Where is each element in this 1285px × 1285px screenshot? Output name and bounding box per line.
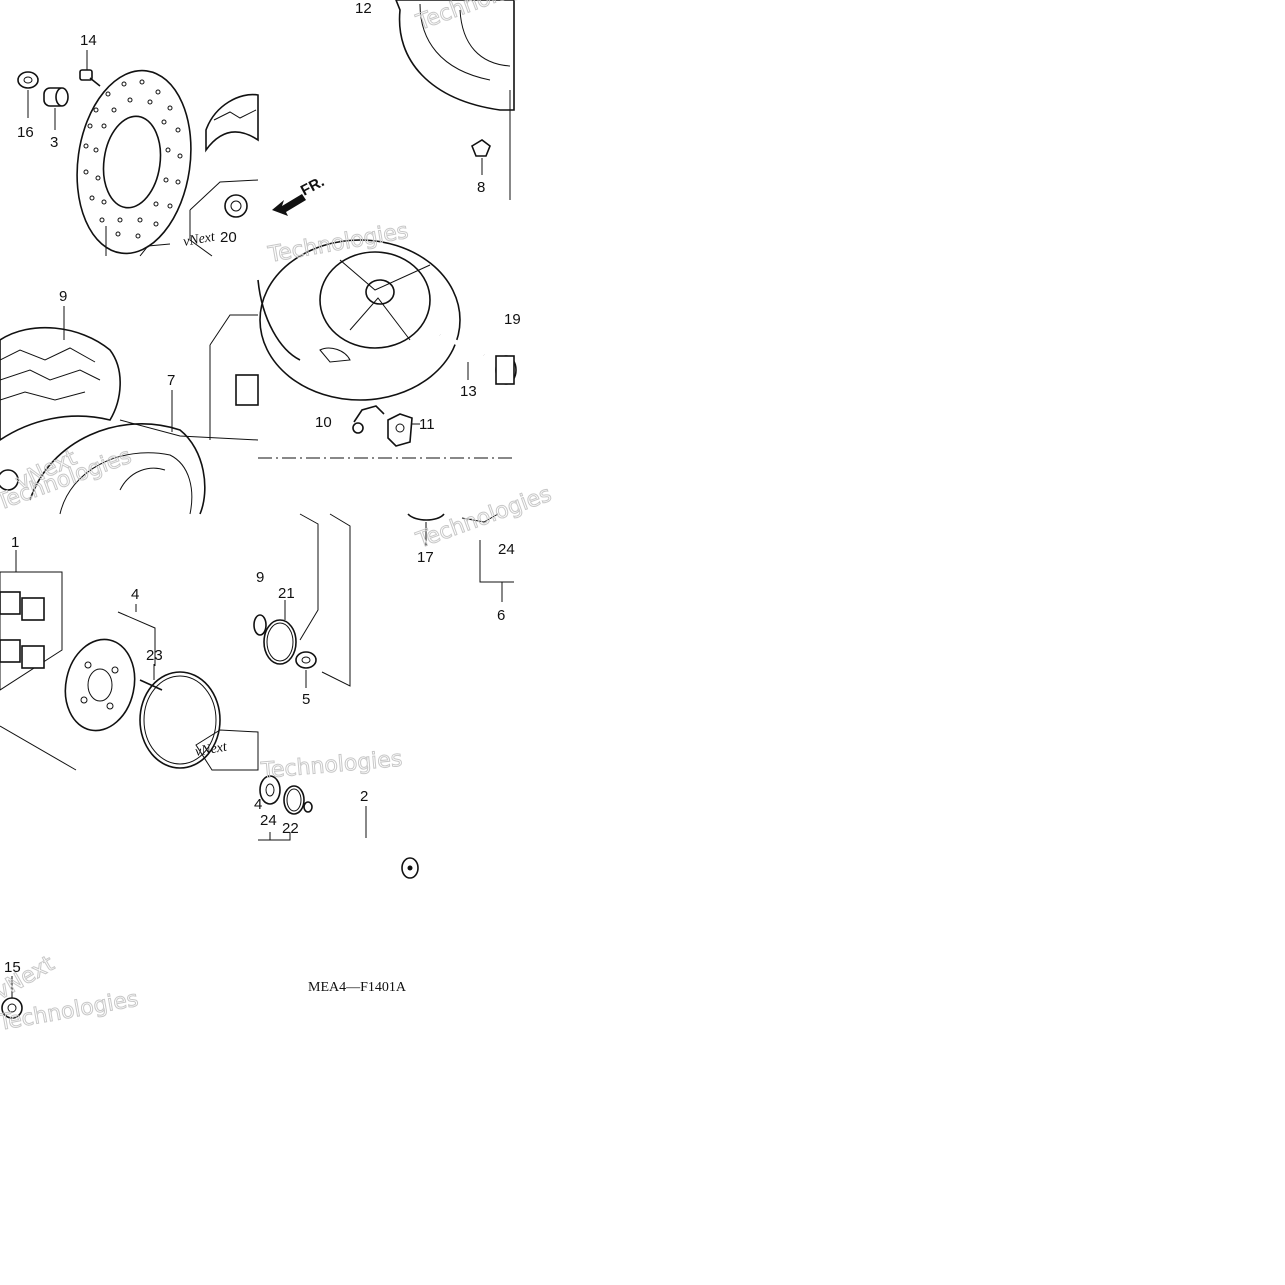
callout-label: 22 bbox=[282, 820, 299, 837]
callout-label: 1 bbox=[11, 534, 19, 551]
axle-2-part bbox=[303, 801, 419, 879]
callout-label: 4 bbox=[131, 586, 139, 603]
oring-22-part bbox=[283, 785, 305, 815]
callout-label: 5 bbox=[302, 691, 310, 708]
callout-label: 8 bbox=[477, 179, 485, 196]
bearing-20-part bbox=[189, 179, 259, 257]
oring-21-part bbox=[263, 600, 297, 665]
collar-5-part bbox=[295, 651, 317, 688]
hub-fragment bbox=[209, 314, 259, 440]
spacer-13-part bbox=[438, 332, 486, 380]
callout-label: 16 bbox=[17, 124, 34, 141]
nut-16-part bbox=[17, 71, 39, 118]
callout-label: 19 bbox=[504, 311, 521, 328]
bearing-17-part bbox=[407, 513, 445, 546]
watermark-text: Technologies bbox=[259, 747, 403, 784]
callout-label: 17 bbox=[417, 549, 434, 566]
stud-23-part bbox=[139, 664, 163, 691]
callout-label: 9 bbox=[59, 288, 67, 305]
figure-code: MEA4—F1401A bbox=[308, 980, 407, 995]
callout-label: 14 bbox=[80, 32, 97, 49]
wheel-7-part bbox=[29, 390, 259, 515]
clip-8-part bbox=[471, 139, 491, 175]
callout-label: 10 bbox=[315, 414, 332, 431]
callout-label: 3 bbox=[50, 134, 58, 151]
callout-label: 21 bbox=[278, 585, 295, 602]
valve-10-part bbox=[352, 405, 385, 434]
seal-9-fragment bbox=[253, 614, 267, 636]
tire-fragment-top bbox=[205, 93, 259, 153]
callout-label: 24 bbox=[498, 541, 515, 558]
callout-label: 20 bbox=[220, 229, 237, 246]
watermark-text: Technologies bbox=[266, 219, 411, 268]
bearing-24-bottom-part bbox=[259, 775, 281, 805]
bolt-15-part bbox=[1, 976, 23, 1019]
callout-label: 12 bbox=[355, 0, 372, 17]
callout-label: 23 bbox=[146, 647, 163, 664]
direction-arrow bbox=[272, 194, 306, 216]
circlip-part bbox=[139, 671, 221, 769]
callout-label: 2 bbox=[360, 788, 368, 805]
watermark-text: Technologies bbox=[413, 482, 555, 554]
brake-disc-part bbox=[76, 69, 192, 256]
callout-label: 6 bbox=[497, 607, 505, 624]
watermark-text: vNext bbox=[182, 229, 217, 249]
weight-11-part bbox=[387, 413, 420, 447]
bearing-19-part bbox=[495, 355, 517, 385]
callout-label: 15 bbox=[4, 959, 21, 976]
bearing-fragment bbox=[0, 469, 19, 491]
wheel-rim-part bbox=[257, 239, 461, 401]
bolt-14-part bbox=[79, 50, 101, 87]
tire-9-part bbox=[0, 306, 121, 441]
watermark-text: Technologies bbox=[413, 0, 555, 36]
fender-part bbox=[395, 0, 515, 200]
damper-1-part bbox=[0, 550, 63, 691]
callout-label: 24 bbox=[260, 812, 277, 829]
callout-label: 9 bbox=[256, 569, 264, 586]
callout-label: 7 bbox=[167, 372, 175, 389]
driven-flange-4-part bbox=[64, 604, 156, 732]
watermark-text: vNext bbox=[194, 739, 229, 759]
callout-label: 11 bbox=[419, 416, 435, 433]
callout-label: 13 bbox=[460, 383, 477, 400]
collar-3-part bbox=[43, 87, 69, 130]
bearing-24-top-part bbox=[461, 513, 514, 602]
callout-label: 4 bbox=[254, 796, 262, 813]
